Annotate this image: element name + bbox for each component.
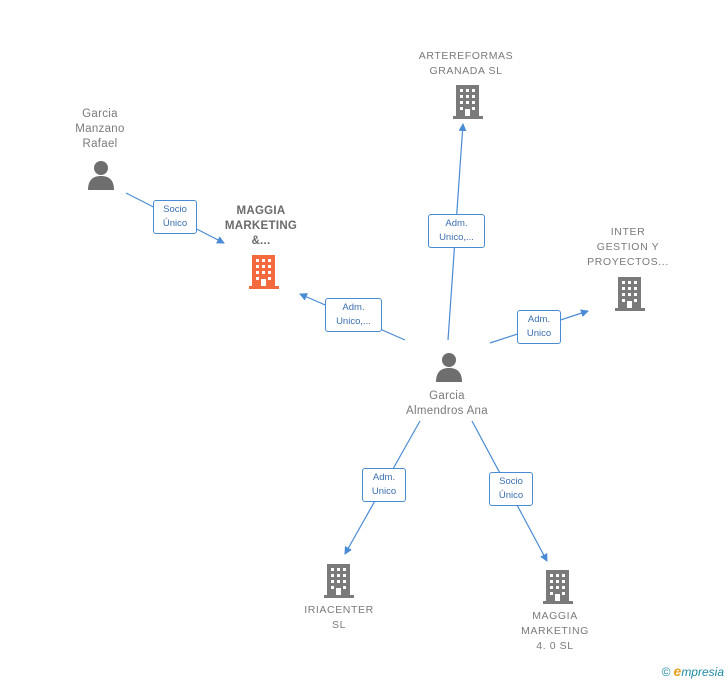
edge-label-adm-unico: Adm. Unico bbox=[362, 468, 406, 502]
edge-label-adm-unico: Adm. Unico bbox=[517, 310, 561, 344]
brand-initial: e bbox=[673, 663, 682, 679]
node-label-iriacenter[interactable]: IRIACENTER SL bbox=[304, 604, 374, 631]
edge-label-adm-unico: Adm. Unico,... bbox=[428, 214, 485, 248]
edge-label-socio-unico: Socio Único bbox=[489, 472, 533, 506]
building-icon[interactable] bbox=[324, 564, 354, 598]
edge-label-adm-unico: Adm. Unico,... bbox=[325, 298, 382, 332]
node-label-maggia-40[interactable]: MAGGIA MARKETING 4. 0 SL bbox=[521, 610, 589, 652]
building-icon[interactable] bbox=[453, 85, 483, 119]
node-label-garcia-almendros[interactable]: Garcia Almendros Ana bbox=[406, 390, 488, 417]
empresia-logo[interactable]: ©empresia bbox=[662, 663, 724, 679]
brand-name: mpresia bbox=[681, 665, 724, 679]
building-icon[interactable] bbox=[615, 277, 645, 311]
edge-label-socio-unico: Socio Único bbox=[153, 200, 197, 234]
copyright-symbol: © bbox=[661, 665, 671, 679]
building-icon-main[interactable] bbox=[249, 255, 279, 289]
node-label-maggia-main[interactable]: MAGGIA MARKETING &... bbox=[224, 205, 298, 247]
person-icon[interactable] bbox=[88, 161, 114, 190]
node-label-garcia-manzano[interactable]: Garcia Manzano Rafael bbox=[75, 108, 125, 150]
node-label-artereformas[interactable]: ARTEREFORMAS GRANADA SL bbox=[418, 50, 514, 77]
node-label-inter-gestion[interactable]: INTER GESTION Y PROYECTOS... bbox=[587, 226, 669, 268]
building-icon[interactable] bbox=[543, 570, 573, 604]
person-icon[interactable] bbox=[436, 353, 462, 382]
